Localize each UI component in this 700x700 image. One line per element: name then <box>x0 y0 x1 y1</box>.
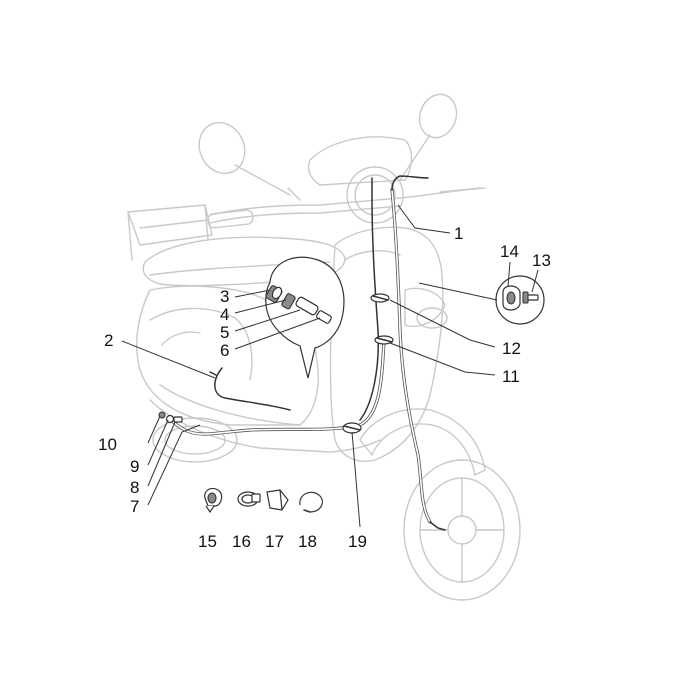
cable-clips <box>158 293 394 434</box>
callout-16: 16 <box>232 532 251 551</box>
parts-3-6 <box>265 285 332 324</box>
callout-3: 3 <box>220 287 229 306</box>
part-15-clip <box>204 487 223 513</box>
callout-6: 6 <box>220 341 229 360</box>
callout-4: 4 <box>220 305 229 324</box>
left-mirror <box>198 121 301 201</box>
callout-9: 9 <box>130 457 139 476</box>
detail-circle-right <box>495 275 545 325</box>
callout-14: 14 <box>500 242 519 261</box>
front-fender <box>359 408 486 476</box>
part-14-clamp <box>502 285 521 311</box>
end-fittings <box>158 411 183 424</box>
callout-18: 18 <box>298 532 317 551</box>
part-3-nut <box>265 285 283 303</box>
callout-7: 7 <box>130 497 139 516</box>
leg-shield <box>329 226 444 462</box>
callout-15: 15 <box>198 532 217 551</box>
scooter-outline <box>127 93 521 601</box>
callout-10: 10 <box>98 435 117 454</box>
callout-19: 19 <box>348 532 367 551</box>
part-17-holder <box>266 489 289 511</box>
clip-11 <box>374 335 394 345</box>
cable-2 <box>214 367 291 411</box>
loose-parts <box>204 487 323 513</box>
detail-bubble <box>265 256 345 379</box>
callout-5: 5 <box>220 323 229 342</box>
headlight <box>346 166 404 224</box>
callout-8: 8 <box>130 478 139 497</box>
clip-19 <box>342 422 362 434</box>
rear-rack <box>127 204 213 261</box>
callout-labels: 1 2 3 4 5 6 7 8 9 10 11 12 13 14 15 16 1… <box>98 224 551 551</box>
callout-12: 12 <box>502 339 521 358</box>
clip-12 <box>370 293 390 303</box>
windshield <box>307 136 413 186</box>
handlebar <box>207 187 486 229</box>
part-16-band <box>237 491 261 507</box>
rear-body-panel <box>136 285 319 426</box>
part-6-cap <box>316 310 332 324</box>
part-4-ring <box>281 293 296 310</box>
part-18-ring <box>299 491 323 513</box>
callout-13: 13 <box>532 251 551 270</box>
callout-1: 1 <box>454 224 463 243</box>
callout-2: 2 <box>104 331 113 350</box>
part-13-screw <box>522 291 539 304</box>
cables <box>166 175 446 531</box>
seat <box>142 236 346 287</box>
callout-17: 17 <box>265 532 284 551</box>
front-wheel <box>403 459 521 601</box>
leader-lines <box>121 204 539 528</box>
callout-11: 11 <box>502 367 520 386</box>
part-5-sleeve <box>295 296 319 316</box>
right-mirror <box>399 93 458 181</box>
